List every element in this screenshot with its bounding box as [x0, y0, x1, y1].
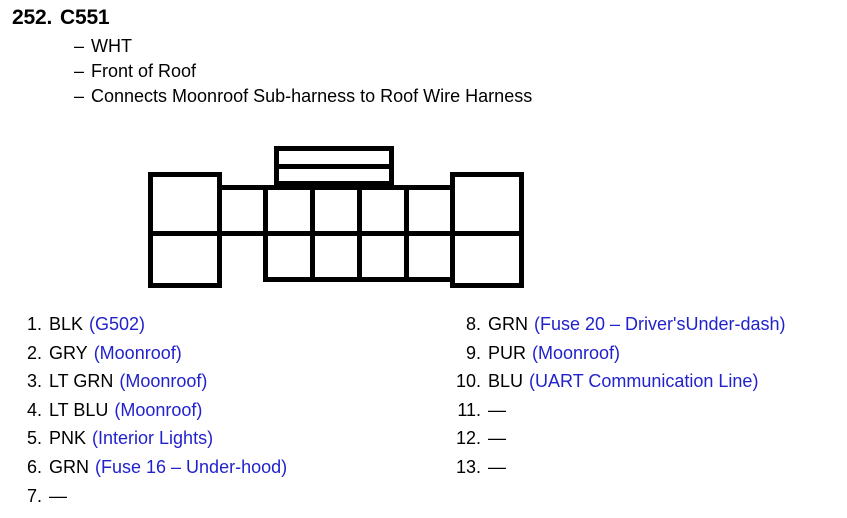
pin-list-item: 11. —	[447, 396, 847, 425]
pin-number: 4.	[26, 399, 42, 420]
pin-list-item: 3. LT GRN(Moonroof)	[16, 367, 416, 396]
pin-circuit-description: (Fuse 16 – Under-hood)	[95, 456, 288, 477]
pin-wire-color: GRY	[49, 342, 88, 363]
pin-number: 10.	[455, 371, 481, 392]
connector-diagram: 1 2 3 4 5 6 7 8 9 10 11 12 13	[148, 146, 524, 291]
description-text: WHT	[91, 36, 132, 56]
connector-top-row-band	[217, 185, 455, 236]
pin-list-item: 9. PUR(Moonroof)	[447, 339, 847, 368]
pin-list-item: 8. GRN (Fuse 20 – Driver'sUnder-dash)	[447, 310, 847, 339]
pin-list-left-column: 1.BLK(G502)2.GRY(Moonroof)3.LT GRN(Moonr…	[16, 310, 416, 510]
pin-wire-color: —	[488, 428, 506, 449]
pin-wire-color: LT GRN	[49, 371, 114, 392]
pin-number: 3.	[26, 371, 42, 392]
pin-circuit-description: (Moonroof)	[114, 399, 203, 420]
pin-wire-color: PUR	[488, 342, 527, 363]
pin-wire-color: BLU	[488, 371, 524, 392]
connector-header: 252. C551 – WHT – Front of Roof – Connec…	[12, 6, 832, 109]
cell-divider	[263, 185, 268, 236]
pin-number: 12.	[455, 428, 481, 449]
pin-wire-color: —	[488, 456, 506, 477]
pin-number: 1.	[26, 314, 42, 334]
pin-wire-color: —	[488, 399, 506, 420]
pin-circuit-description: (Moonroof)	[93, 342, 182, 363]
bullet-dash: –	[74, 86, 85, 106]
pin-list-right-column: 8. GRN (Fuse 20 – Driver'sUnder-dash) 9. PUR…	[447, 310, 847, 482]
pin-circuit-description: (Moonroof)	[119, 371, 208, 392]
pin-wire-color: —	[49, 485, 67, 506]
cell-divider	[404, 185, 409, 282]
pin-number: 2.	[26, 342, 42, 363]
pin-circuit-description: (Interior Lights)	[92, 428, 214, 449]
pin-list-item: 1. BLK(G502)	[16, 310, 416, 339]
pin-number: 9.	[465, 342, 481, 363]
pin-wire-color: GRN	[488, 314, 528, 334]
connector-id: C551	[60, 6, 110, 29]
pin-circuit-description: (G502)	[89, 314, 146, 334]
pin-wire-color: GRN	[49, 456, 89, 477]
page-title: 252. C551	[12, 6, 832, 30]
connector-left-end-block	[148, 172, 222, 288]
row-divider	[217, 231, 267, 236]
item-number: 252.	[12, 6, 53, 29]
cell-divider	[310, 185, 315, 282]
pin-wire-color: BLK	[49, 314, 84, 334]
pin-number: 5.	[26, 428, 42, 449]
pin-circuit-description: (UART Communication Line)	[529, 371, 759, 392]
description-line: – WHT	[74, 34, 832, 59]
pin-number: 13.	[455, 456, 481, 477]
pin-number: 6.	[26, 456, 42, 477]
bullet-dash: –	[74, 61, 85, 81]
description-text: Front of Roof	[91, 61, 197, 81]
pin-circuit-description: (Fuse 20 – Driver'sUnder-dash)	[534, 314, 786, 334]
pin-number: 7.	[26, 485, 42, 506]
pin-list-item: 4. LT BLU(Moonroof)	[16, 396, 416, 425]
pin-list-item: 2. GRY(Moonroof)	[16, 339, 416, 368]
pin-list-item: 7. —	[16, 482, 416, 511]
bullet-dash: –	[74, 36, 85, 56]
connector-latch-tab-divider	[279, 164, 389, 169]
description-text: Connects Moonroof Sub-harness to Roof Wi…	[91, 86, 533, 106]
pin-list-item: 5. PNK(Interior Lights)	[16, 424, 416, 453]
description-line: – Connects Moonroof Sub-harness to Roof …	[74, 84, 832, 109]
pin-circuit-description: (Moonroof)	[532, 342, 621, 363]
connector-right-end-block	[450, 172, 524, 288]
pin-list-item: 12. —	[447, 424, 847, 453]
description-line: – Front of Roof	[74, 59, 832, 84]
pin-wire-color: PNK	[49, 428, 87, 449]
connector-description-list: – WHT – Front of Roof – Connects Moonroo…	[12, 34, 832, 109]
row-divider	[148, 231, 222, 236]
cell-divider	[357, 185, 362, 282]
row-divider	[450, 231, 524, 236]
pin-list-item: 10. BLU(UART Communication Line)	[447, 367, 847, 396]
pin-list-item: 6. GRN (Fuse 16 – Under-hood)	[16, 453, 416, 482]
pin-number: 8.	[465, 314, 481, 334]
pin-list-item: 13. —	[447, 453, 847, 482]
pin-wire-color: LT BLU	[49, 399, 109, 420]
pin-number: 11.	[457, 399, 481, 420]
